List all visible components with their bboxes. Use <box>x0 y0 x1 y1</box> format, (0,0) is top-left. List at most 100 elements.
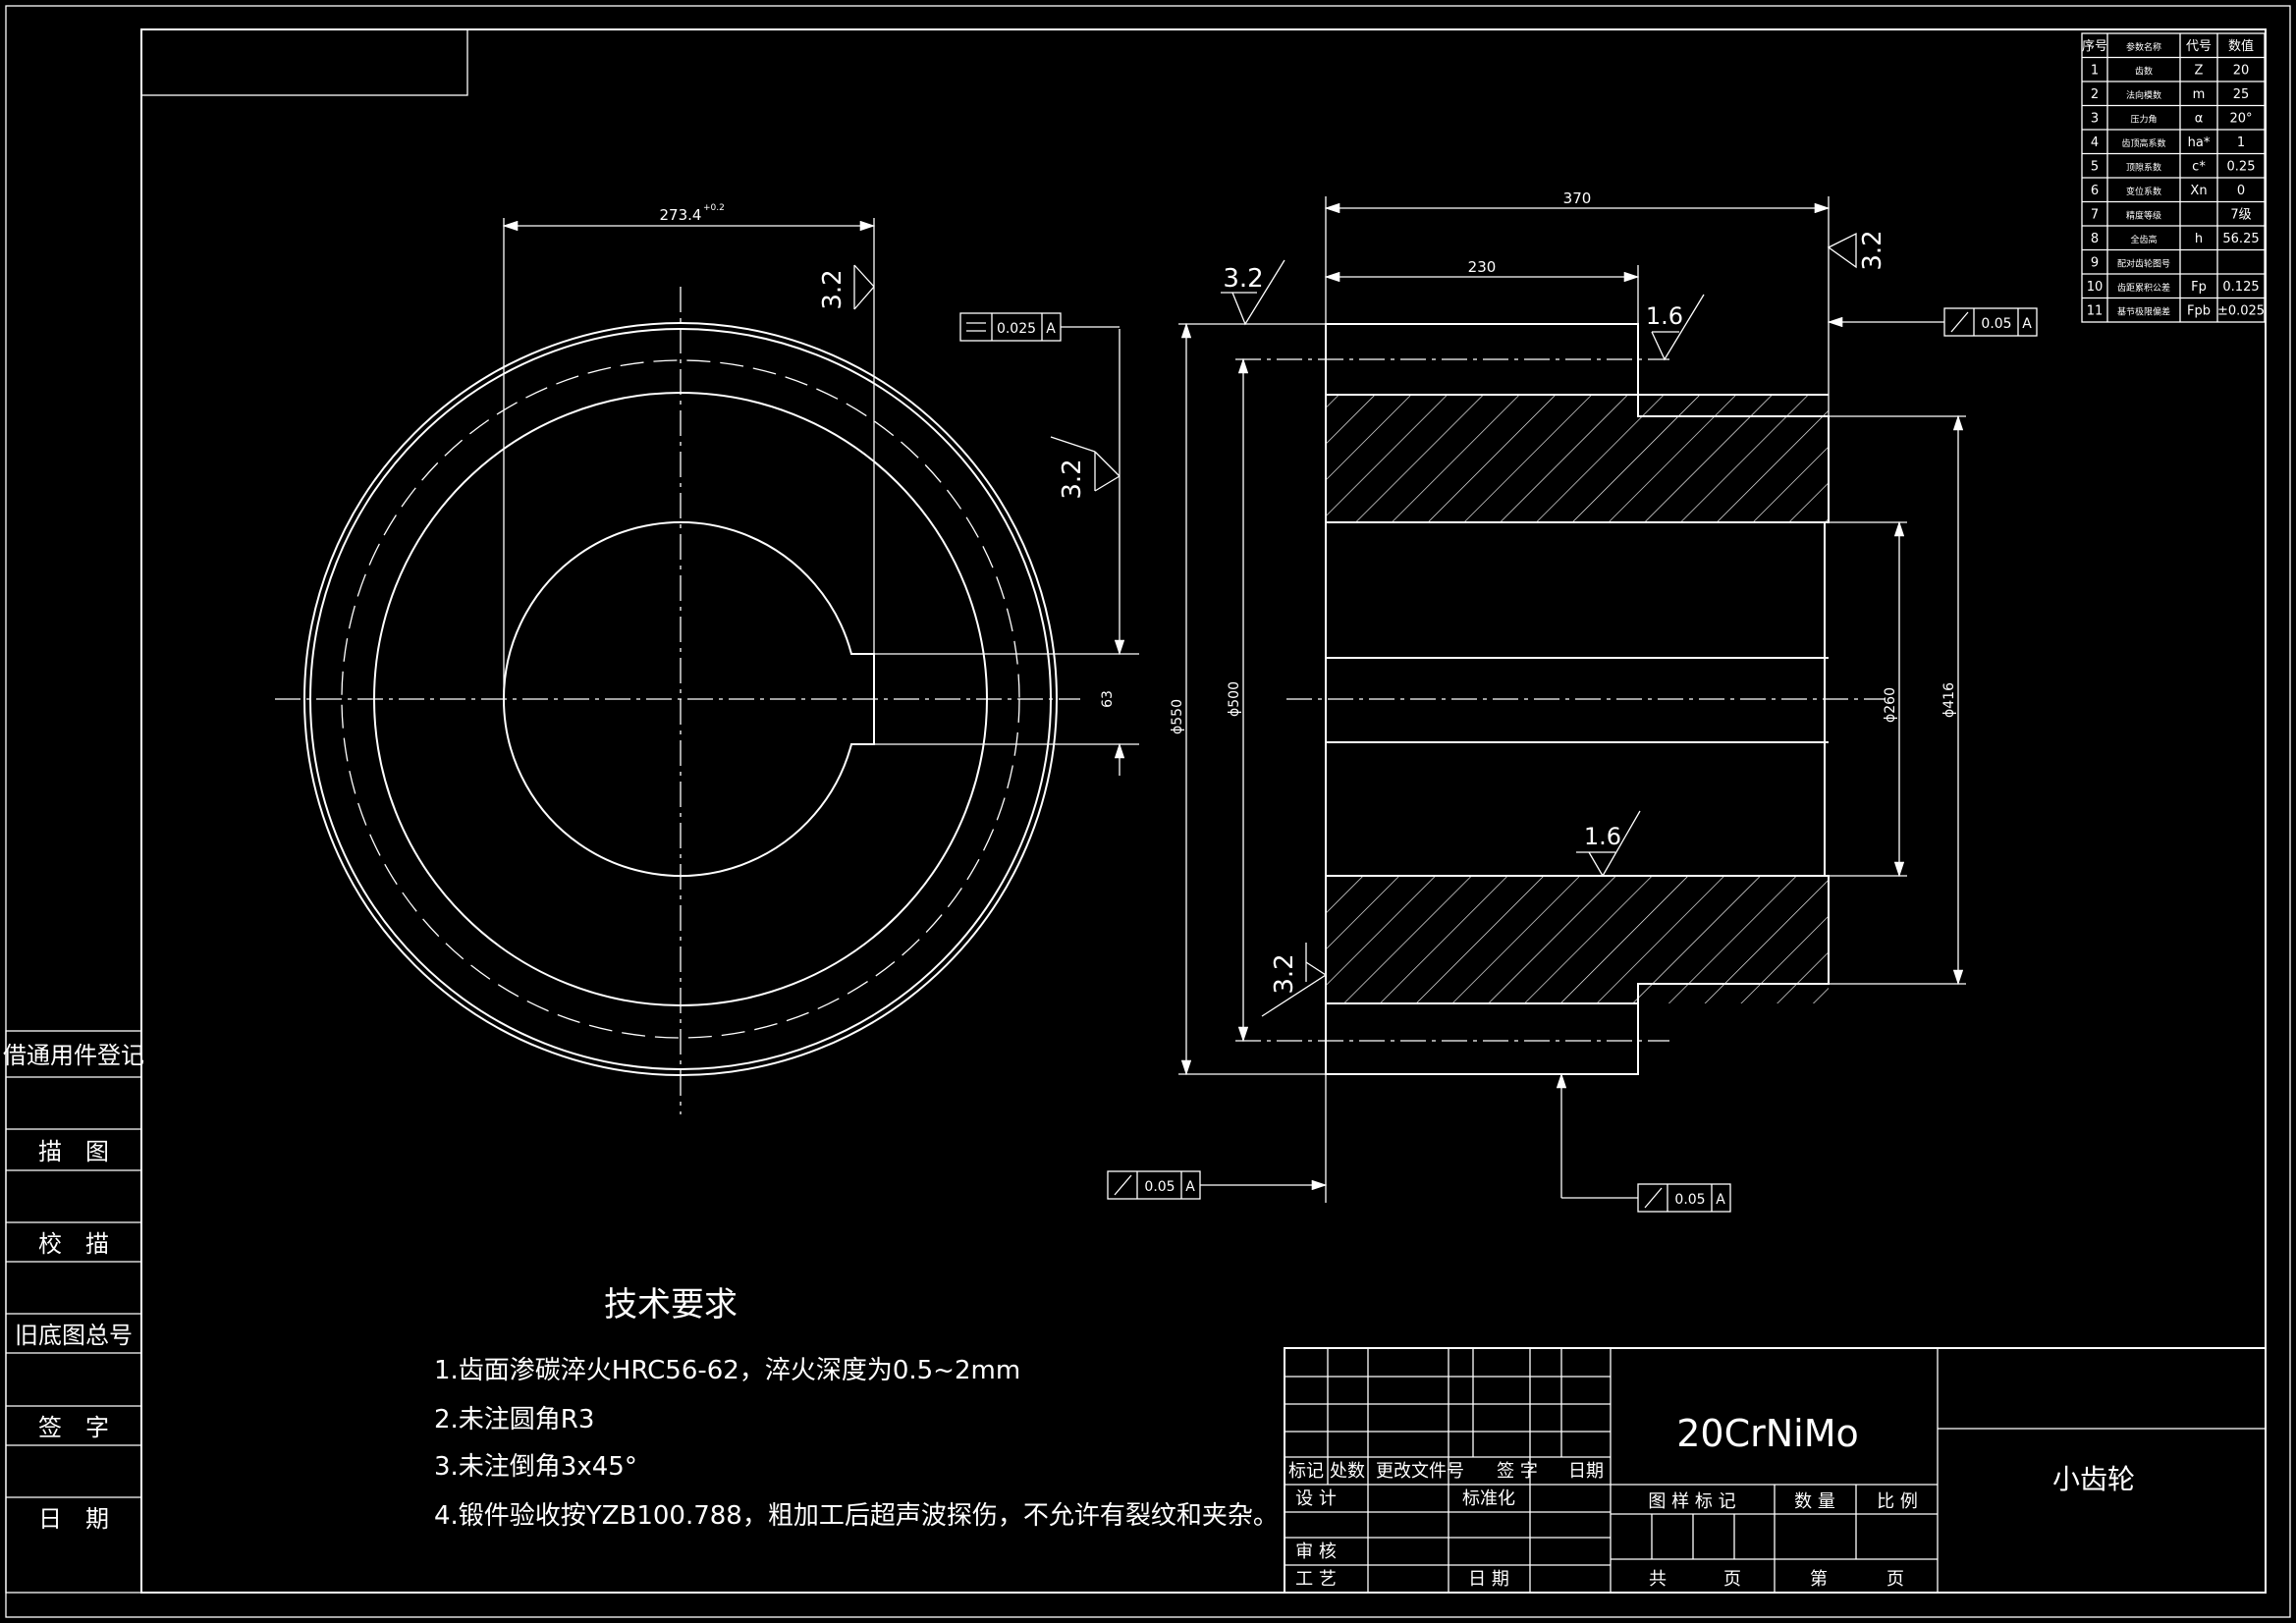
svg-text:页: 页 <box>1886 1569 1904 1590</box>
svg-text:签 字: 签 字 <box>1497 1461 1538 1482</box>
param-table-cell: 齿顶高系数 <box>2121 137 2165 149</box>
param-table-cell: 25 <box>2233 87 2250 102</box>
param-table-cell: ±0.025 <box>2217 304 2265 319</box>
param-table-cell: 齿距累积公差 <box>2117 282 2170 294</box>
svg-text:3.2: 3.2 <box>1270 953 1299 994</box>
param-table-cell: ha* <box>2188 135 2211 150</box>
svg-text:工 艺: 工 艺 <box>1295 1569 1337 1590</box>
param-table-cell: Fp <box>2191 280 2207 295</box>
hatch-upper <box>1326 395 1829 522</box>
dim-front-width: 273.4 <box>660 206 702 224</box>
svg-text:A: A <box>1716 1192 1725 1208</box>
runout-tolerance-frame: 0.05 A <box>1637 1183 1731 1213</box>
roughness-symbol: 1.6 <box>1646 294 1705 361</box>
bore-with-keyway <box>503 521 875 877</box>
strip-label-trace: 描 图 <box>38 1138 109 1165</box>
roughness-symbol: 3.2 <box>1827 230 1887 271</box>
title-block: 标记 处数 更改文件号 签 字 日期 设 计 标准化 审 核 工 艺 日 期 图… <box>1284 1347 2267 1594</box>
svg-text:页: 页 <box>1723 1569 1741 1590</box>
svg-text:审 核: 审 核 <box>1295 1542 1337 1562</box>
hatch-lower <box>1326 876 1829 1003</box>
param-table-cell: 法向模数 <box>2126 89 2161 101</box>
svg-text:日期: 日期 <box>1568 1461 1604 1482</box>
strip-label-date: 日 期 <box>38 1505 109 1533</box>
strip-label-old-no: 旧底图总号 <box>15 1322 133 1349</box>
param-table-cell: 7 <box>2091 208 2099 223</box>
svg-text:A: A <box>1185 1179 1195 1195</box>
svg-text:标记: 标记 <box>1288 1461 1324 1482</box>
tech-req-item: 2.未注圆角R3 <box>434 1405 594 1434</box>
dim-gear-length: 230 <box>1468 258 1497 276</box>
svg-text:A: A <box>2022 316 2032 332</box>
param-table-cell: m <box>2193 87 2206 102</box>
svg-text:3.2: 3.2 <box>1858 230 1887 270</box>
roughness-symbol: 3.2 <box>1050 436 1121 500</box>
svg-text:图 样 标 记: 图 样 标 记 <box>1648 1491 1735 1512</box>
param-table-cell: 20° <box>2229 112 2252 127</box>
svg-text:1.6: 1.6 <box>1646 302 1683 330</box>
svg-text:0.05: 0.05 <box>1674 1192 1705 1208</box>
param-table-cell: 0.25 <box>2227 160 2256 175</box>
dim-bore-dia: ϕ260 <box>1883 687 1898 723</box>
svg-text:数 量: 数 量 <box>1794 1491 1835 1512</box>
param-table-cell: 配对齿轮图号 <box>2117 258 2170 270</box>
param-table-cell: 6 <box>2091 184 2099 198</box>
param-table-cell: 0 <box>2237 184 2245 198</box>
param-table-cell: 5 <box>2091 160 2099 175</box>
param-table-cell: 4 <box>2091 135 2099 150</box>
param-table-cell: 顶隙系数 <box>2126 162 2161 174</box>
svg-text:0.05: 0.05 <box>1981 316 2011 332</box>
svg-text:标准化: 标准化 <box>1462 1488 1515 1509</box>
svg-text:3.2: 3.2 <box>818 269 847 309</box>
param-table-cell: α <box>2195 112 2204 127</box>
front-view: 273.4 +0.2 63 0.025 A 3.2 3.2 <box>275 203 1139 1114</box>
param-table-cell: 9 <box>2091 256 2099 271</box>
param-table-cell: 7级 <box>2230 208 2251 223</box>
svg-text:更改文件号: 更改文件号 <box>1376 1461 1464 1482</box>
top-left-box <box>140 28 468 96</box>
roughness-symbol: 3.2 <box>1221 259 1285 326</box>
part-name-label: 小齿轮 <box>2052 1463 2135 1495</box>
param-table-cell: c* <box>2192 160 2206 175</box>
param-table-cell: 全齿高 <box>2130 234 2157 245</box>
technical-requirements: 技术要求 1.齿面渗碳淬火HRC56-62，淬火深度为0.5~2mm 2.未注圆… <box>434 1285 1279 1531</box>
inner-frame <box>140 28 2267 1594</box>
svg-text:比 例: 比 例 <box>1877 1491 1918 1512</box>
runout-tolerance-frame: 0.05 A <box>1107 1170 1201 1200</box>
param-table-header: 代号 <box>2186 39 2212 54</box>
tech-req-item: 4.锻件验收按YZB100.788，粗加工后超声波探伤，不允许有裂纹和夹杂。 <box>434 1501 1279 1531</box>
tech-req-item: 1.齿面渗碳淬火HRC56-62，淬火深度为0.5~2mm <box>434 1356 1020 1385</box>
outer-border <box>5 5 2291 1618</box>
param-table-header: 数值 <box>2228 38 2254 54</box>
section-view: 370 230 ϕ550 ϕ500 ϕ260 ϕ416 3.2 1.6 <box>1107 189 2038 1213</box>
roughness-symbol: 3.2 <box>818 264 875 310</box>
svg-text:1.6: 1.6 <box>1584 823 1621 850</box>
roughness-symbol: 3.2 <box>1261 943 1328 1017</box>
tech-req-title: 技术要求 <box>604 1285 738 1325</box>
param-table-cell: h <box>2195 232 2203 246</box>
svg-text:3.2: 3.2 <box>1223 264 1263 294</box>
param-table-cell: 精度等级 <box>2126 210 2161 222</box>
svg-text:日 期: 日 期 <box>1468 1569 1509 1590</box>
svg-text:处数: 处数 <box>1330 1461 1365 1482</box>
dim-front-width-tol-upper: +0.2 <box>703 203 725 213</box>
strip-label-sign: 签 字 <box>38 1414 109 1441</box>
param-table-cell: 8 <box>2091 232 2099 246</box>
dim-total-length: 370 <box>1563 189 1592 207</box>
param-table-cell: Z <box>2195 64 2204 79</box>
strip-label-check: 校 描 <box>38 1230 109 1258</box>
dim-hub-dia: ϕ416 <box>1941 682 1957 718</box>
material-label: 20CrNiMo <box>1676 1412 1859 1455</box>
svg-text:0.05: 0.05 <box>1144 1179 1175 1195</box>
param-table-cell: 20 <box>2233 64 2250 79</box>
param-table-cell: 10 <box>2087 280 2104 295</box>
strip-label-borrow: 借通用件登记 <box>3 1042 144 1069</box>
param-table-cell: 齿数 <box>2135 66 2153 78</box>
flatness-value: 0.025 <box>997 321 1036 337</box>
dim-pitch-dia: ϕ500 <box>1227 681 1242 717</box>
param-table-cell: 基节极限偏差 <box>2117 306 2170 318</box>
flatness-datum: A <box>1046 321 1056 337</box>
param-table-cell: 3 <box>2091 112 2099 127</box>
